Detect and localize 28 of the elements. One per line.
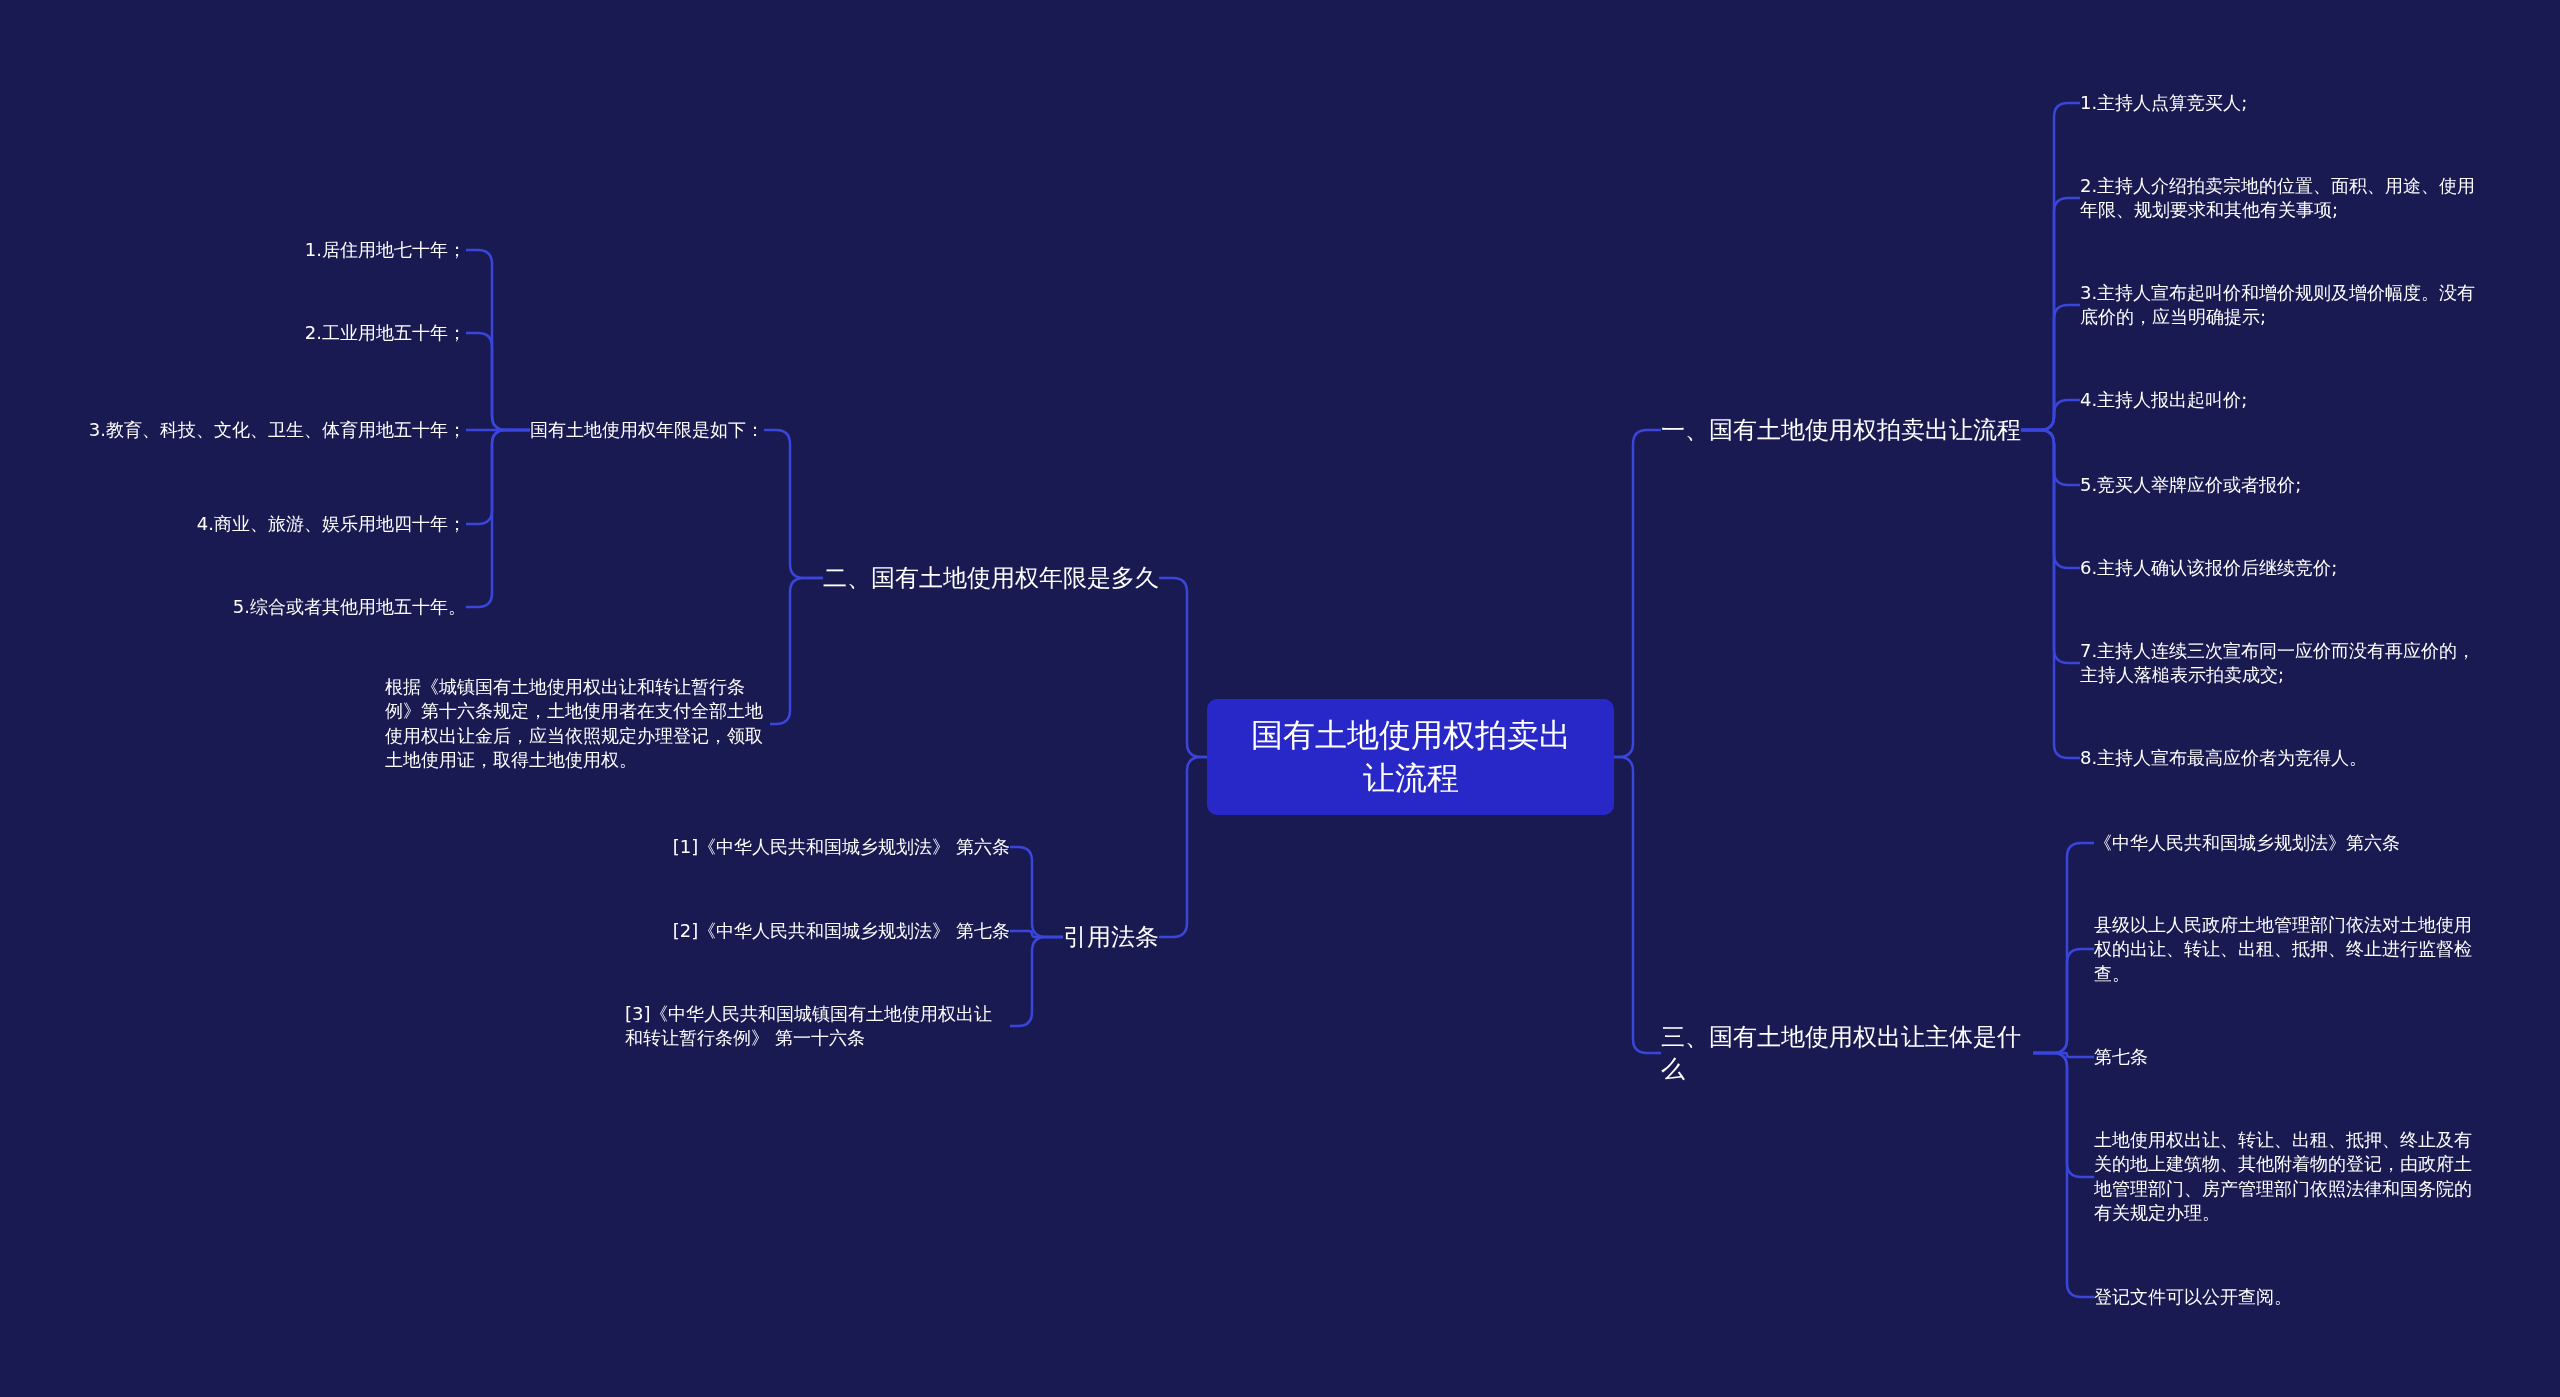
topic-text: 7.主持人连续三次宣布同一应价而没有再应价的，主持人落槌表示拍卖成交; <box>2080 636 2480 690</box>
branch-topic: 一、国有土地使用权拍卖出让流程 <box>1661 411 2021 449</box>
topic-text: 1.主持人点算竞买人; <box>2080 88 2248 118</box>
topic-text: 3.教育、科技、文化、卫生、体育用地五十年； <box>88 415 466 445</box>
topic-text: 第七条 <box>2094 1042 2148 1072</box>
topic-text: 2.主持人介绍拍卖宗地的位置、面积、用途、使用年限、规划要求和其他有关事项; <box>2080 171 2480 225</box>
topic-text: [2]《中华人民共和国城乡规划法》 第七条 <box>672 916 1010 946</box>
branch-topic: 三、国有土地使用权出让主体是什么 <box>1661 1018 2033 1088</box>
topic-text: 5.竞买人举牌应价或者报价; <box>2080 470 2302 500</box>
topic-text: 6.主持人确认该报价后继续竞价; <box>2080 553 2338 583</box>
topic-text: 县级以上人民政府土地管理部门依法对土地使用权的出让、转让、出租、抵押、终止进行监督检查。 <box>2094 910 2484 988</box>
topic-text: 登记文件可以公开查阅。 <box>2094 1282 2292 1312</box>
topic-text: 3.主持人宣布起叫价和增价规则及增价幅度。没有底价的，应当明确提示; <box>2080 278 2480 332</box>
topic-text: 1.居住用地七十年； <box>304 235 466 265</box>
topic-text: 2.工业用地五十年； <box>304 318 466 348</box>
topic-text: 8.主持人宣布最高应价者为竞得人。 <box>2080 743 2368 773</box>
branch-topic: 引用法条 <box>1063 918 1159 956</box>
topic-text: [3]《中华人民共和国城镇国有土地使用权出让和转让暂行条例》 第一十六条 <box>625 999 1010 1053</box>
topic-text: 4.商业、旅游、娱乐用地四十年； <box>196 509 466 539</box>
topic-text: 5.综合或者其他用地五十年。 <box>232 592 466 622</box>
topic-text: 根据《城镇国有土地使用权出让和转让暂行条例》第十六条规定，土地使用者在支付全部土地使用权出让金后，应当依照规定办理登记，领取土地使用证，取得土地使用权。 <box>385 673 770 775</box>
topic-text: 4.主持人报出起叫价; <box>2080 385 2248 415</box>
branch-topic: 二、国有土地使用权年限是多久 <box>823 559 1159 597</box>
central-topic-box: 国有土地使用权拍卖出让流程 <box>1207 699 1614 815</box>
topic-text: 《中华人民共和国城乡规划法》第六条 <box>2094 828 2400 858</box>
topic-text: 国有土地使用权年限是如下： <box>530 415 764 445</box>
topic-text: [1]《中华人民共和国城乡规划法》 第六条 <box>672 832 1010 862</box>
topic-text: 土地使用权出让、转让、出租、抵押、终止及有关的地上建筑物、其他附着物的登记，由政府土地管理部门、房产管理部门依照法律和国务院的有关规定办理。 <box>2094 1126 2484 1228</box>
